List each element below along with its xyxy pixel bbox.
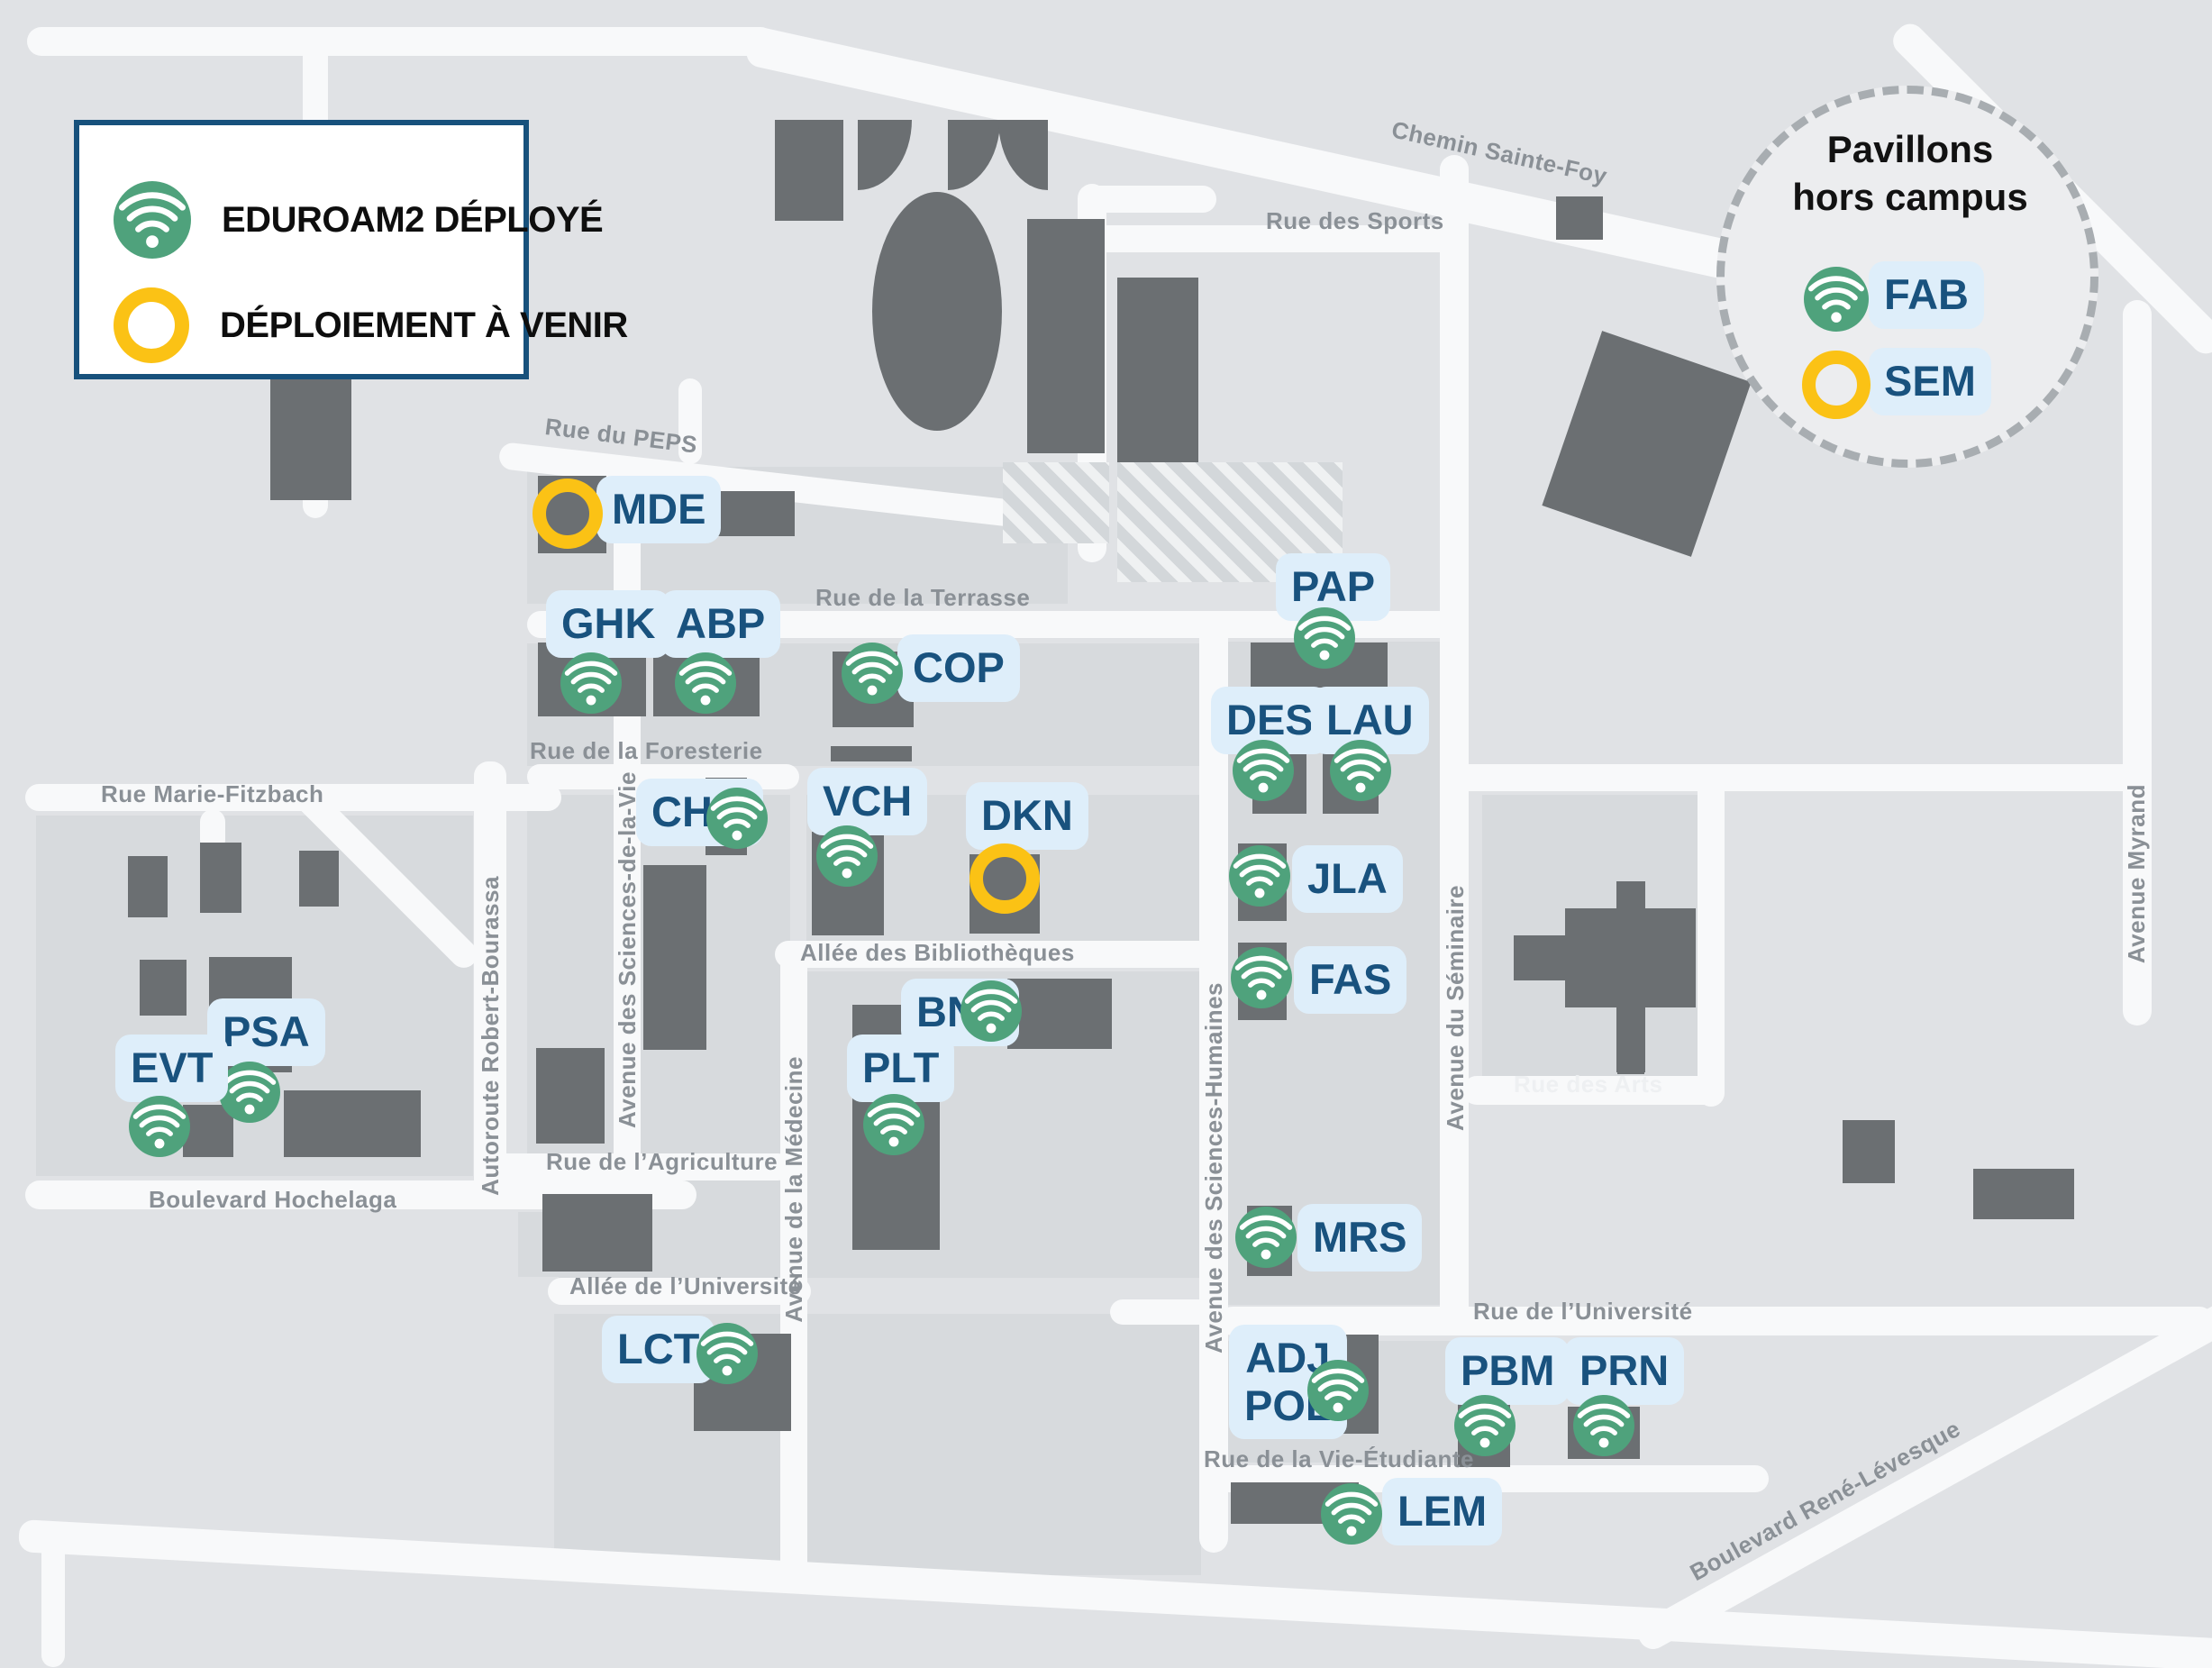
road-allee-des-bibliotheques [775,941,1214,968]
building-fas [1238,943,1287,1020]
building [998,120,1048,190]
building-bnf [1007,979,1112,1049]
road-avenue-sciences-de-la-vie [614,503,641,1192]
building [1556,196,1603,240]
inset-title-line2: hors campus [1792,175,2028,218]
building-evt [183,1105,233,1157]
building [542,1194,652,1272]
road-rue-marie-fitzbach [25,784,561,811]
building [831,746,912,761]
building-pbm [1458,1402,1510,1467]
building-label-pbm: PBM [1445,1337,1570,1405]
building-dkn [969,854,1040,934]
building [284,1090,421,1157]
building-lct [694,1334,791,1431]
legend-label-upcoming: DÉPLOIEMENT À VENIR [220,305,628,345]
road-avenue-du-seminaire [1440,155,1469,1331]
building [1117,278,1198,462]
legend-label-deployed: EDUROAM2 DÉPLOYÉ [222,199,604,240]
building-code-text: PRN [1579,1346,1670,1394]
road-avenue-sciences-humaines [1199,620,1228,1553]
city-block [554,1314,1201,1575]
building-chm [705,778,747,855]
road-rue-de-l-agriculture [485,1153,791,1180]
building-mrs [1247,1206,1292,1276]
legend-item-deployed: EDUROAM2 DÉPLOYÉ [114,181,604,259]
road [41,1532,65,1667]
building [1843,1120,1895,1183]
building-cop [833,652,914,727]
building [299,851,339,907]
building-des [1252,688,1306,814]
road-autoroute-robert-bourassa [474,761,506,1203]
road-avenue-myrand [2123,300,2152,1025]
road-rue-de-la-foresterie [527,764,799,789]
building-code-text: LEM [1397,1487,1488,1535]
road-avenue-de-la-medecine [780,941,807,1585]
building-psa [209,957,292,1072]
building [858,120,912,190]
building [1542,331,1752,557]
building [1027,219,1105,453]
building [1973,1169,2074,1219]
road-allee-de-l-universite [548,1278,811,1305]
building [775,120,843,221]
legend-item-upcoming: DÉPLOIEMENT À VENIR [114,287,628,363]
building-lau [1323,688,1379,814]
hatched-area [1003,462,1109,543]
building-lem [1231,1482,1359,1524]
road [678,378,702,464]
road [1453,764,2143,791]
building-code-text: PBM [1461,1346,1555,1394]
wifi-icon [114,181,191,259]
building [948,120,1000,190]
building [712,491,795,536]
building [200,843,241,913]
road [1698,771,1725,1107]
building-stadium [872,192,1002,431]
building-vch [812,832,884,935]
building-jla [1238,843,1287,921]
building-mde [538,476,606,553]
building [1617,1035,1644,1074]
building-pap [1251,643,1388,688]
building-label-prn: PRN [1564,1337,1685,1405]
building-plt [852,1005,940,1250]
building [128,856,168,917]
building [536,1048,605,1144]
inset-title: Pavillons hors campus [1761,126,2059,221]
building-prn [1568,1407,1640,1459]
inset-title-line1: Pavillons [1826,128,1994,170]
hatched-area [1117,462,1343,582]
building [643,865,706,1050]
ring-icon [114,287,189,363]
building [140,960,187,1016]
road [1081,186,1216,213]
road-rue-de-la-terrasse [527,611,1457,638]
road-rue-des-sports [1070,225,1458,252]
road-rue-de-l-universite [1218,1307,2212,1335]
building-adj-pol [1315,1335,1379,1434]
building-seminaire [1514,935,1566,980]
road [27,27,775,56]
road-rue-des-arts [1462,1076,1719,1105]
building-ghk [538,643,646,716]
legend-box: EDUROAM2 DÉPLOYÉ DÉPLOIEMENT À VENIR [74,120,628,379]
building-abp [653,643,760,716]
